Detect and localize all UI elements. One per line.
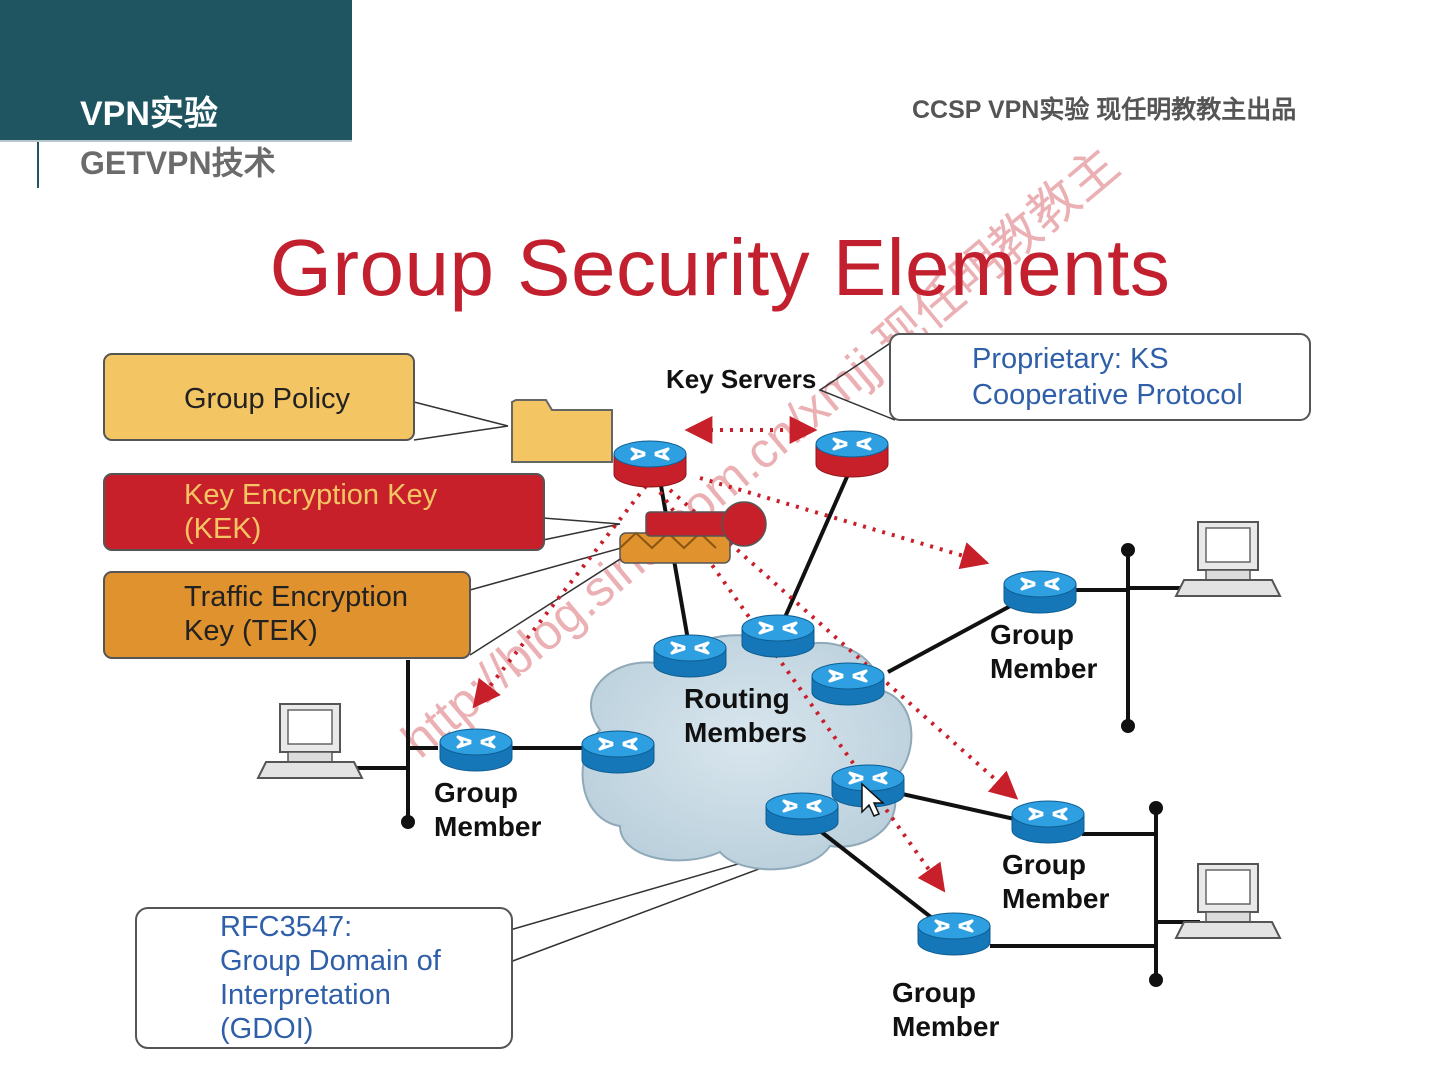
gm-mid-line1: Group [1002,849,1086,880]
routing-members-line2: Members [684,717,807,748]
computer-icon [1175,863,1281,939]
header-right-note: CCSP VPN实验 现任明教教主出品 [912,96,1297,124]
segment-end-dot [401,815,415,829]
header-subtitle: GETVPN技术 [80,145,276,181]
header-divider-vertical [37,0,39,188]
router-icon [916,911,992,957]
proprietary-line2: Cooperative Protocol [972,379,1243,411]
mouse-cursor-icon [861,782,885,817]
proprietary-line1: Proprietary: KS [972,343,1169,375]
computer-icon [257,703,363,779]
kek-label-line2: (KEK) [184,513,261,545]
proprietary-callout: Proprietary: KS Cooperative Protocol [889,333,1311,421]
header-title: VPN实验 [80,95,218,133]
kek-label-line1: Key Encryption Key [184,479,438,511]
header-divider-horizontal [0,140,352,142]
gm-left-line2: Member [434,811,541,842]
gm-mid-line2: Member [1002,883,1109,914]
rfc-line2: Group Domain of [220,945,442,977]
gm-right-line1: Group [990,619,1074,650]
rfc-callout: RFC3547: Group Domain of Interpretation … [135,907,513,1049]
routing-members-line1: Routing [684,683,790,714]
router-icon [1002,569,1078,615]
rfc-line3: Interpretation [220,979,391,1011]
router-icon [764,791,840,837]
router-icon [1010,799,1086,845]
segment-end-dot [1121,543,1135,557]
rfc-line4: (GDOI) [220,1013,313,1045]
tek-box: Traffic Encryption Key (TEK) [103,571,471,659]
key-icon [619,501,767,564]
kek-box: Key Encryption Key (KEK) [103,473,545,551]
segment-end-dot [1149,801,1163,815]
gm-left-line1: Group [434,777,518,808]
group-policy-label: Group Policy [184,383,351,415]
gm-right-line2: Member [990,653,1097,684]
computer-icon [1175,521,1281,597]
key-server-icon [814,429,890,479]
group-policy-box: Group Policy [103,353,415,441]
segment-end-dot [1121,719,1135,733]
rfc-line1: RFC3547: [220,911,352,943]
key-servers-label: Key Servers [666,364,816,394]
router-icon [810,661,886,707]
router-icon [580,729,656,775]
slide-title: Group Security Elements [269,223,1171,312]
router-icon [652,633,728,679]
gm-bottom-line1: Group [892,977,976,1008]
router-icon [740,613,816,659]
folder-icon [511,399,613,463]
router-icon [438,727,514,773]
header-band [0,0,352,140]
link-endpoints [401,543,1163,987]
gm-bottom-line2: Member [892,1011,999,1042]
key-server-icon [612,439,688,489]
segment-end-dot [1149,973,1163,987]
tek-label-line1: Traffic Encryption [184,581,408,613]
tek-label-line2: Key (TEK) [184,615,318,647]
